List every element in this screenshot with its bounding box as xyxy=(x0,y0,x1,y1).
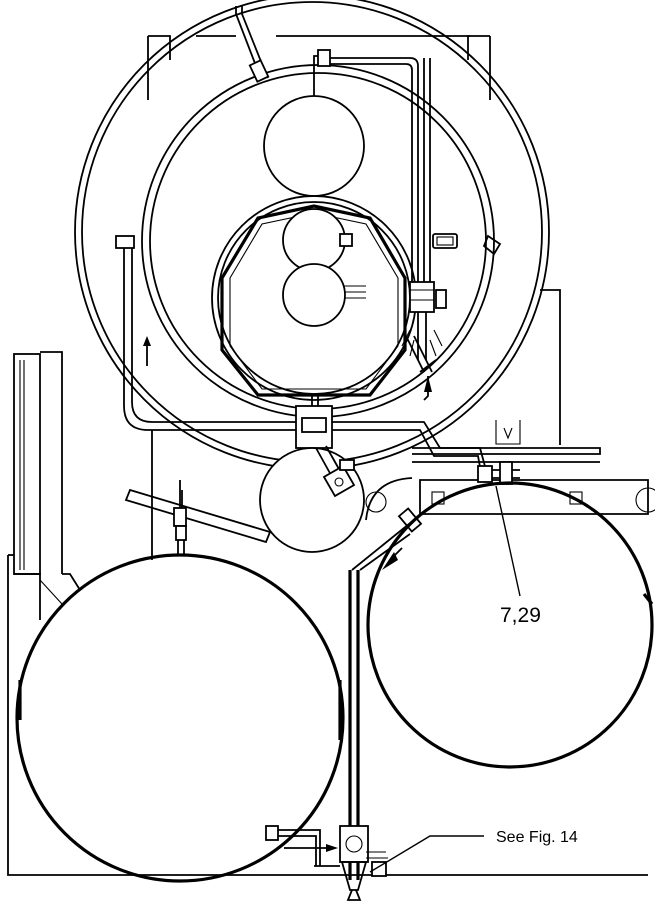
condenser-shell xyxy=(15,553,345,883)
leader-line-7-29 xyxy=(495,485,521,597)
callout-7-29: 7,29 xyxy=(500,604,541,627)
oil-separator xyxy=(259,445,365,553)
callout-see-fig-14: See Fig. 14 xyxy=(496,829,578,846)
liquid-line xyxy=(339,570,369,901)
leader-line-see-fig xyxy=(369,835,484,873)
left-panel xyxy=(7,351,648,876)
diagonal-support xyxy=(124,480,272,556)
left-pipe xyxy=(115,235,296,431)
right-fittings xyxy=(432,233,502,256)
cooler-shell xyxy=(366,481,654,769)
middle-piping xyxy=(295,335,460,457)
top-piping xyxy=(235,6,447,360)
cooler-feed-line xyxy=(351,447,520,571)
motor-assembly xyxy=(211,74,417,401)
bottom-piping xyxy=(265,825,388,877)
top-housing xyxy=(147,35,561,560)
right-frame xyxy=(365,420,655,521)
